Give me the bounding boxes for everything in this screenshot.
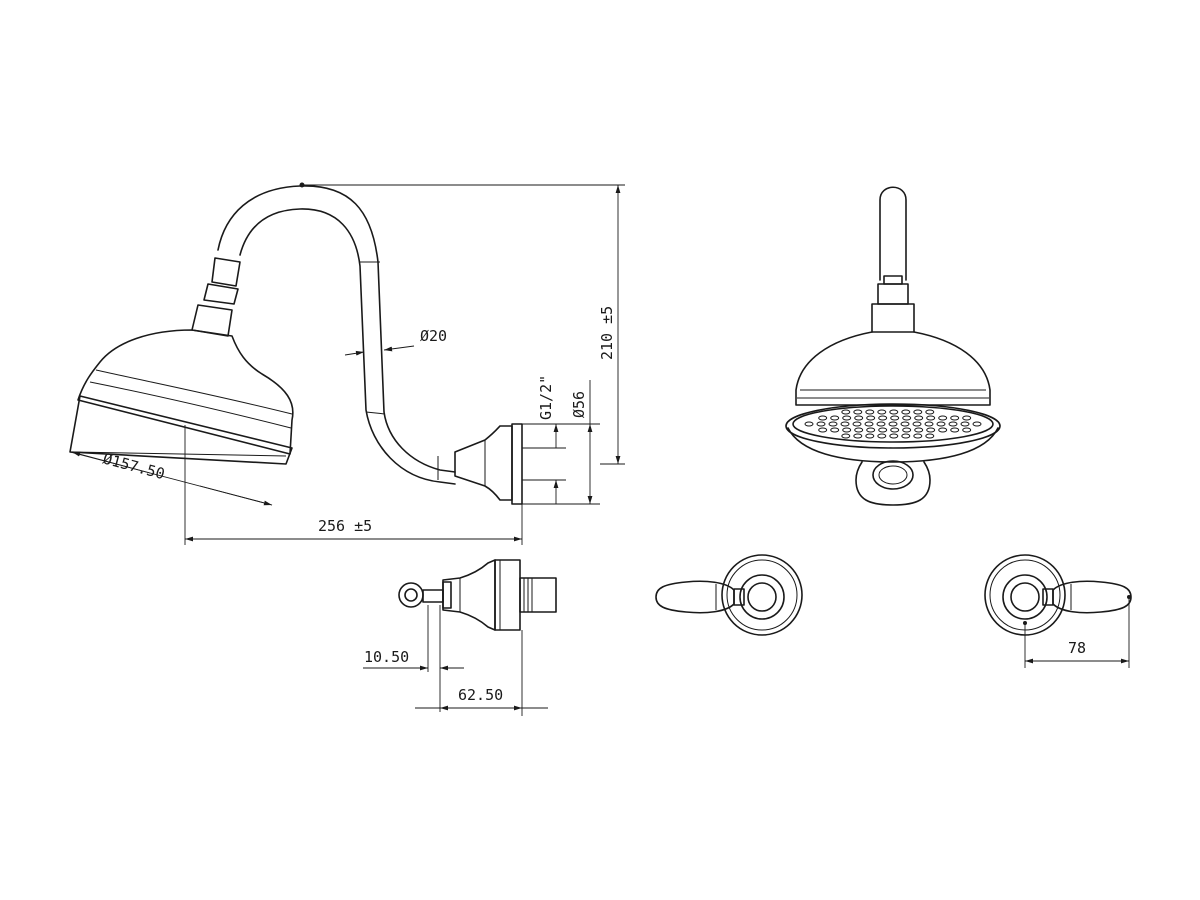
spray-nozzle — [853, 433, 863, 439]
spray-nozzle — [866, 415, 876, 421]
spray-nozzle — [889, 433, 899, 439]
spray-nozzle — [913, 409, 923, 415]
spray-nozzle — [877, 409, 887, 415]
thread-label: G1/2" — [537, 375, 555, 420]
projection-dimension: 256 ±5 — [184, 425, 523, 545]
spray-nozzle — [842, 427, 852, 433]
spray-nozzle — [878, 415, 888, 421]
spray-nozzle — [925, 433, 935, 439]
spray-nozzle — [841, 409, 851, 415]
spray-nozzle — [914, 427, 924, 433]
spray-nozzle — [914, 415, 924, 421]
spray-nozzle — [962, 415, 972, 421]
shower-side-view — [69, 185, 523, 505]
spray-nozzle — [854, 415, 864, 421]
spray-nozzle — [924, 421, 934, 427]
spray-nozzle — [950, 427, 960, 433]
spray-nozzle — [902, 427, 912, 433]
spray-nozzle — [818, 415, 828, 421]
spray-nozzles — [804, 409, 982, 439]
spray-nozzle — [804, 421, 814, 427]
nut-depth-label: 10.50 — [364, 648, 409, 666]
spray-nozzle — [865, 409, 875, 415]
spray-nozzle — [912, 421, 922, 427]
spray-nozzle — [865, 433, 875, 439]
spray-nozzle — [876, 421, 886, 427]
spray-nozzle — [962, 427, 972, 433]
spray-nozzle — [878, 427, 888, 433]
spray-nozzle — [913, 433, 923, 439]
spray-nozzle — [818, 427, 828, 433]
spray-nozzle — [888, 421, 898, 427]
spray-nozzle — [840, 421, 850, 427]
spray-nozzle — [901, 433, 911, 439]
height-dimension: 210 ±5 — [299, 182, 625, 465]
height-label: 210 ±5 — [598, 306, 616, 360]
spray-nozzle — [948, 421, 958, 427]
spray-nozzle — [890, 427, 900, 433]
spray-nozzle — [902, 415, 912, 421]
spray-nozzle — [950, 415, 960, 421]
spray-nozzle — [938, 427, 948, 433]
spray-nozzle — [854, 427, 864, 433]
spray-nozzle — [864, 421, 874, 427]
mixer-right-front-view — [984, 554, 1132, 636]
spray-nozzle — [842, 415, 852, 421]
spray-nozzle — [830, 415, 840, 421]
spray-nozzle — [900, 421, 910, 427]
spray-nozzle — [960, 421, 970, 427]
spray-nozzle — [938, 415, 948, 421]
spray-nozzle — [901, 409, 911, 415]
flange-diameter-label: Ø56 — [570, 391, 588, 418]
lever-reach-label: 78 — [1068, 639, 1086, 657]
spray-nozzle — [889, 409, 899, 415]
lever-reach-dimension: 78 — [1023, 595, 1131, 668]
spray-nozzle — [841, 433, 851, 439]
spray-nozzle — [890, 415, 900, 421]
spray-nozzle — [852, 421, 862, 427]
mixer-left-front-view — [655, 554, 803, 636]
thread-and-flange-dimension: G1/2" Ø56 — [522, 375, 600, 505]
spray-nozzle — [877, 433, 887, 439]
spray-nozzle — [926, 415, 936, 421]
pipe-diameter-dimension: Ø20 — [344, 327, 447, 356]
spray-nozzle — [828, 421, 838, 427]
head-diameter-label: Ø157.50 — [101, 449, 167, 483]
body-depth-dimension: 62.50 — [415, 630, 548, 716]
spray-nozzle — [972, 421, 982, 427]
body-depth-label: 62.50 — [458, 686, 503, 704]
spray-nozzle — [936, 421, 946, 427]
shower-front-view — [785, 186, 1001, 506]
thread-hatching — [523, 578, 533, 612]
mixer-side-view — [398, 559, 557, 631]
spray-nozzle — [853, 409, 863, 415]
projection-label: 256 ±5 — [318, 517, 372, 535]
spray-nozzle — [816, 421, 826, 427]
pipe-diameter-label: Ø20 — [420, 327, 447, 345]
spray-nozzle — [866, 427, 876, 433]
nut-depth-dimension: 10.50 — [363, 605, 464, 712]
spray-nozzle — [830, 427, 840, 433]
spray-nozzle — [926, 427, 936, 433]
spray-nozzle — [925, 409, 935, 415]
